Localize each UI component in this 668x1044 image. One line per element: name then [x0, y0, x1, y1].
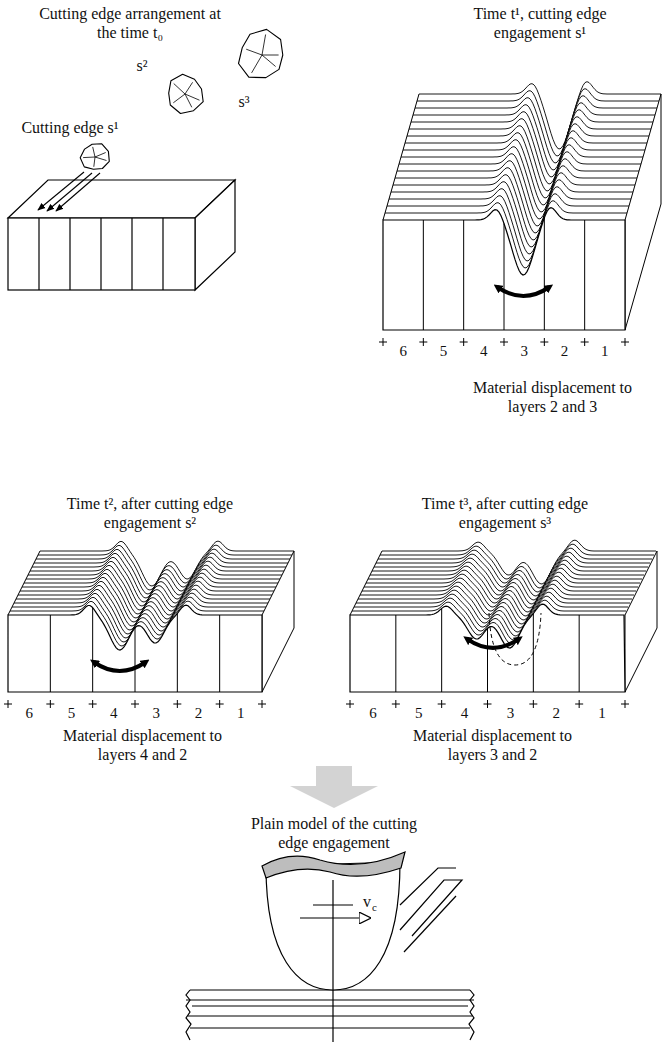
layer-number: 1: [231, 704, 251, 722]
caption-text: Plain model of the cutting edge engageme…: [244, 814, 424, 852]
caption-text: Time t³, after cutting edge engagement s…: [395, 494, 615, 532]
layer-tick: [346, 700, 354, 708]
path-arrows: [38, 172, 100, 211]
layer-tick: [581, 338, 589, 346]
layer-number: 1: [595, 342, 615, 360]
layer-tick: [4, 700, 12, 708]
layer-number: 3: [146, 704, 166, 722]
layer-number: 5: [409, 704, 429, 722]
layer-number: 5: [62, 704, 82, 722]
layer-number: 6: [363, 704, 383, 722]
grain-label: Cutting edge s¹: [8, 118, 132, 137]
displacement-arrow: [94, 662, 146, 671]
layer-tick: [460, 338, 468, 346]
caption-text: Cutting edge arrangement at the time t₀: [35, 4, 225, 42]
grain-rock: [169, 74, 204, 113]
transition-arrow: [290, 766, 378, 808]
layer-number: 2: [546, 704, 566, 722]
layered-workpiece: [346, 540, 657, 708]
layer-number: 2: [555, 342, 575, 360]
caption-text: Material displacement to layers 2 and 3: [470, 378, 635, 416]
layer-tick: [529, 700, 537, 708]
layer-number: 6: [19, 704, 39, 722]
layer-number: 1: [592, 704, 612, 722]
rock-facet: [83, 147, 106, 167]
layer-tick: [419, 338, 427, 346]
layer-tick: [500, 338, 508, 346]
layer-tick: [575, 700, 583, 708]
layer-number: 3: [500, 704, 520, 722]
caption-text: Time t², after cutting edge engagement s…: [40, 494, 260, 532]
layer-tick: [89, 700, 97, 708]
layer-tick: [173, 700, 181, 708]
grain-label: s²: [130, 56, 154, 75]
layer-number: 3: [514, 342, 534, 360]
layer-number: 5: [434, 342, 454, 360]
caption-text: Time t¹, cutting edge engagement s¹: [450, 4, 630, 42]
layer-tick: [216, 700, 224, 708]
grain-rock: [239, 29, 283, 77]
layer-tick: [46, 700, 54, 708]
layer-tick: [540, 338, 548, 346]
layer-number: 4: [455, 704, 475, 722]
layered-workpiece: [4, 541, 294, 708]
rock-facet: [246, 35, 278, 73]
grain-rock: [80, 144, 109, 169]
layer-tick: [379, 338, 387, 346]
displacement-arrow: [467, 639, 519, 648]
layer-tick: [258, 700, 266, 708]
plain-model: [186, 852, 474, 1042]
caption-text: Material displacement to layers 4 and 2: [60, 726, 225, 764]
engagement-outline: [489, 613, 541, 665]
layer-tick: [438, 700, 446, 708]
velocity-subscript: c: [372, 901, 382, 914]
layer-number: 4: [104, 704, 124, 722]
workpiece-panels: [4, 82, 661, 708]
grain-rocks: [80, 29, 283, 169]
rock-facet: [173, 82, 199, 107]
layer-number: 2: [189, 704, 209, 722]
displacement-arrow: [497, 287, 549, 296]
layer-number: 6: [393, 342, 413, 360]
layer-number: 4: [474, 342, 494, 360]
layer-tick: [131, 700, 139, 708]
initial-workpiece: [8, 180, 235, 290]
layer-tick: [621, 338, 629, 346]
caption-text: Material displacement to layers 3 and 2: [410, 726, 575, 764]
layered-workpiece: [379, 82, 661, 346]
grain-label: s³: [232, 92, 256, 111]
layer-tick: [621, 700, 629, 708]
layer-tick: [484, 700, 492, 708]
layer-tick: [392, 700, 400, 708]
